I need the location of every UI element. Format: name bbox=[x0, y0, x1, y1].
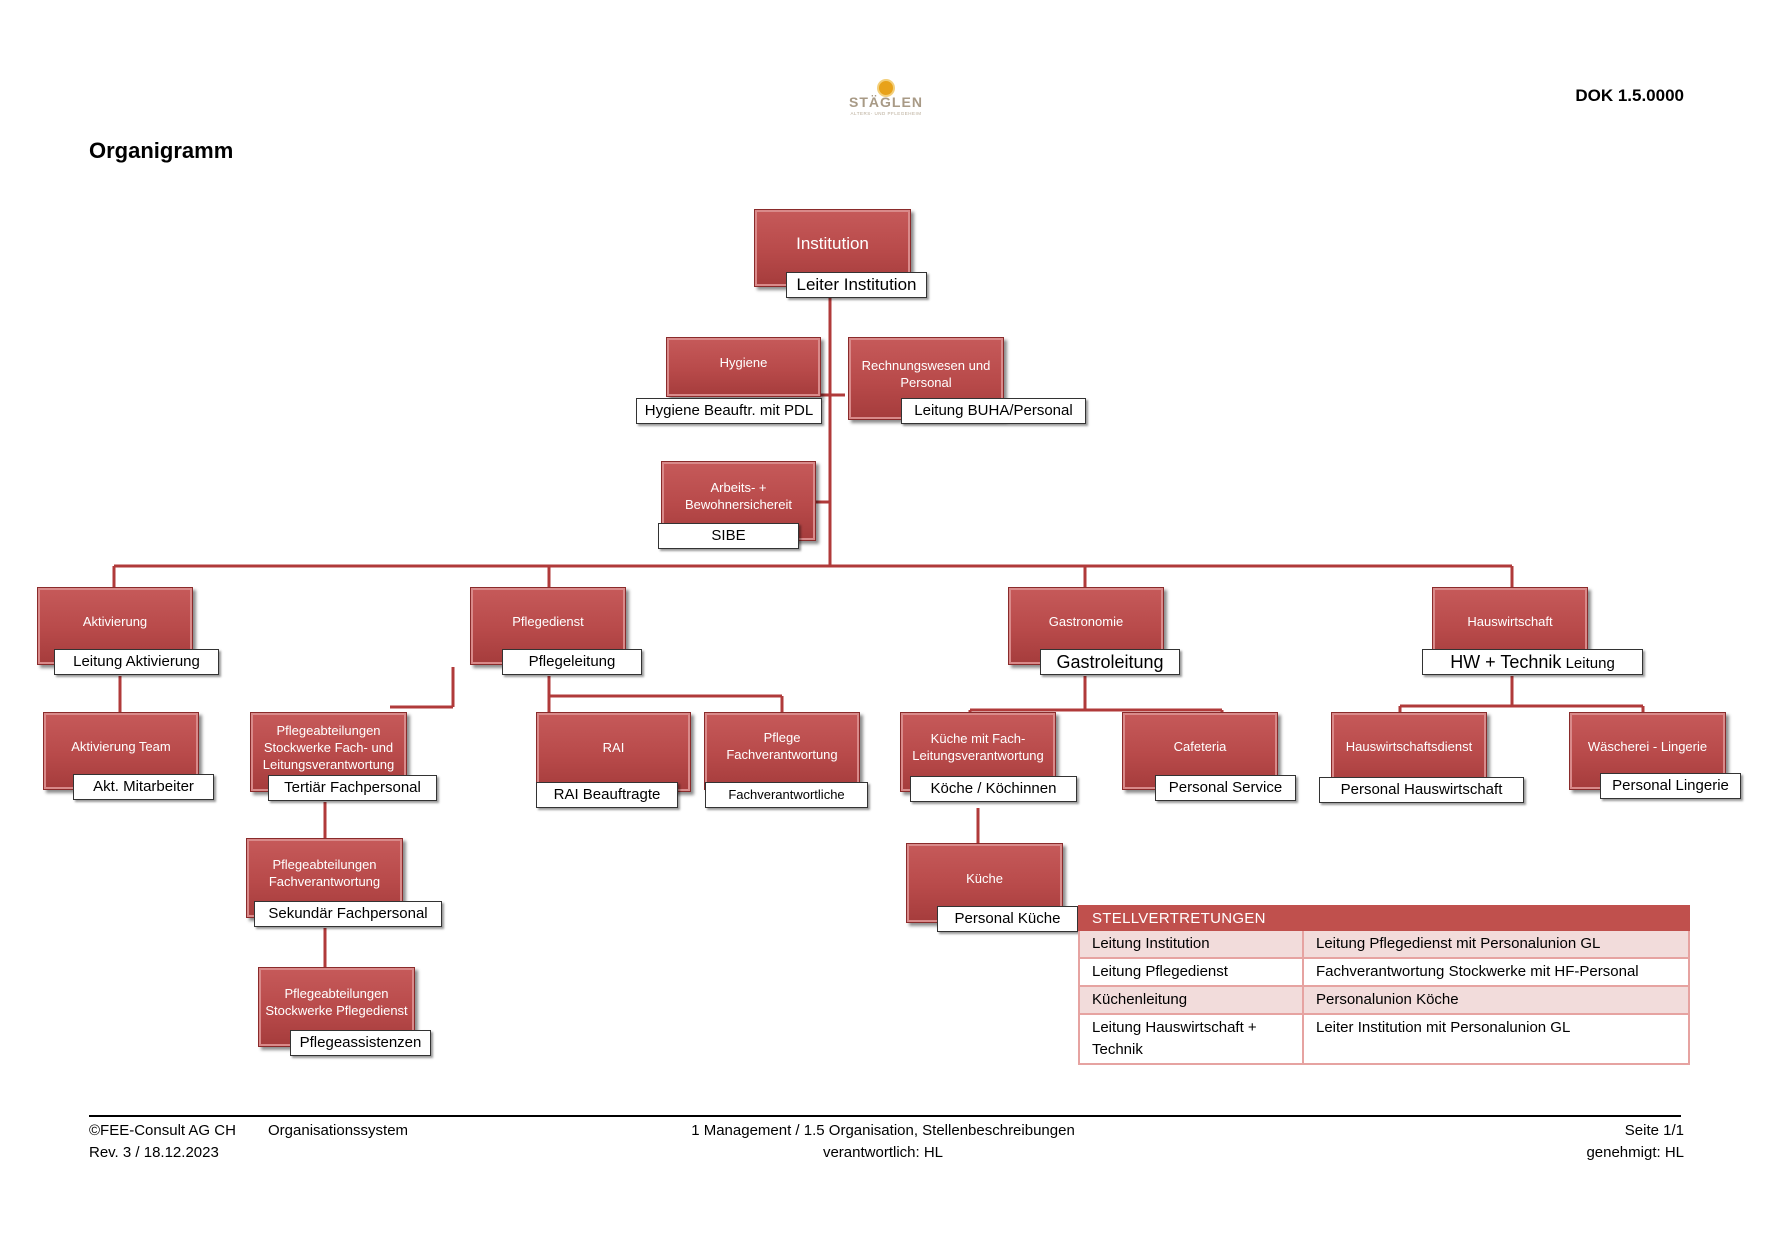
table-row: Küchenleitung Personalunion Köche bbox=[1078, 985, 1690, 1015]
org-title-hw-dienst: Hauswirtschaftsdienst bbox=[1345, 738, 1473, 754]
org-role-pflegedienst: Pflegeleitung bbox=[502, 649, 642, 675]
table-row: Leitung Institution Leitung Pflegedienst… bbox=[1078, 929, 1690, 959]
org-role-hw-dienst: Personal Hauswirtschaft bbox=[1319, 777, 1524, 803]
document-number: DOK 1.5.0000 bbox=[1575, 86, 1684, 105]
org-role-pflege-tertiaer: Tertiär Fachpersonal bbox=[268, 775, 437, 801]
org-role-rai: RAI Beauftragte bbox=[536, 782, 678, 808]
org-title-pflege-tertiaer: Pflegeabteilungen Stockwerke Fach- und L… bbox=[262, 722, 395, 772]
org-title-waescherei: Wäscherei - Lingerie bbox=[1587, 738, 1708, 754]
table-cell: Leitung Hauswirtschaft + Technik bbox=[1078, 1013, 1304, 1065]
org-box-rai: RAI bbox=[536, 712, 691, 792]
org-role-cafeteria: Personal Service bbox=[1155, 775, 1296, 801]
org-title-pflege-fach: Pflege Fachverantwortung bbox=[726, 730, 838, 762]
footer-revision: Rev. 3 / 18.12.2023 bbox=[89, 1144, 219, 1161]
org-role-hauswirtschaft-main: HW + Technik bbox=[1450, 652, 1562, 672]
footer-responsible: verantwortlich: HL bbox=[822, 1144, 944, 1161]
table-cell: Leitung Institution bbox=[1078, 929, 1304, 959]
footer-page: Seite 1/1 bbox=[1624, 1122, 1684, 1139]
org-role-sicherheit: SIBE bbox=[658, 523, 799, 549]
table-row: Leitung Pflegedienst Fachverantwortung S… bbox=[1078, 957, 1690, 987]
table-cell: Fachverantwortung Stockwerke mit HF-Pers… bbox=[1302, 957, 1690, 987]
table-cell: Leitung Pflegedienst mit Personalunion G… bbox=[1302, 929, 1690, 959]
org-role-hauswirtschaft-suffix: Leitung bbox=[1565, 655, 1615, 672]
table-cell: Leiter Institution mit Personalunion GL bbox=[1302, 1013, 1690, 1065]
org-role-pflege-assist: Pflegeassistenzen bbox=[290, 1030, 431, 1056]
org-role-waescherei: Personal Lingerie bbox=[1600, 773, 1741, 799]
staeglen-logo: STÄGLEN ALTERS- UND PFLEGEHEIM bbox=[838, 78, 934, 118]
org-box-hygiene: Hygiene bbox=[666, 337, 821, 397]
table-cell: Küchenleitung bbox=[1078, 985, 1304, 1015]
org-role-rechnung: Leitung BUHA/Personal bbox=[901, 398, 1086, 424]
table-cell: Leitung Pflegedienst bbox=[1078, 957, 1304, 987]
logo-subtext: ALTERS- UND PFLEGEHEIM bbox=[850, 111, 922, 116]
org-role-kueche-fach: Köche / Köchinnen bbox=[910, 776, 1077, 802]
org-box-pflege-fach: Pflege Fachverantwortung bbox=[704, 712, 860, 790]
sun-logo-icon bbox=[879, 81, 893, 95]
footer-divider bbox=[89, 1115, 1681, 1117]
footer-chapter: 1 Management / 1.5 Organisation, Stellen… bbox=[691, 1122, 1075, 1139]
org-title-aktivierung: Aktivierung bbox=[82, 613, 148, 629]
org-role-kueche: Personal Küche bbox=[937, 906, 1078, 932]
org-title-kueche: Küche bbox=[966, 870, 1003, 886]
org-role-aktivierung: Leitung Aktivierung bbox=[54, 649, 219, 675]
org-title-hygiene: Hygiene bbox=[719, 354, 768, 370]
org-title-institution: Institution bbox=[796, 233, 869, 253]
org-role-institution: Leiter Institution bbox=[786, 272, 927, 298]
org-role-gastronomie: Gastroleitung bbox=[1040, 649, 1180, 675]
org-title-pflege-sekundaer: Pflegeabteilungen Fachverantwortung bbox=[268, 857, 381, 889]
org-title-gastronomie: Gastronomie bbox=[1048, 613, 1124, 629]
stellvertretungen-heading: STELLVERTRETUNGEN bbox=[1078, 905, 1690, 931]
org-role-hygiene: Hygiene Beauftr. mit PDL bbox=[636, 398, 822, 424]
footer-copyright: ©FEE-Consult AG CH bbox=[89, 1122, 236, 1139]
org-role-pflege-sekundaer: Sekundär Fachpersonal bbox=[254, 901, 442, 927]
org-title-sicherheit: Arbeits- + Bewohnersichereit bbox=[685, 480, 792, 512]
org-role-pflege-fach: Fachverantwortliche bbox=[705, 782, 868, 808]
org-title-pflegedienst: Pflegedienst bbox=[512, 613, 584, 629]
org-title-rechnung: Rechnungswesen und Personal bbox=[861, 357, 991, 390]
org-title-pflege-assist: Pflegeabteilungen Stockwerke Pflegediens… bbox=[265, 986, 408, 1018]
org-role-hauswirtschaft: HW + Technik Leitung bbox=[1422, 649, 1643, 675]
stellvertretungen-table: STELLVERTRETUNGEN Leitung Institution Le… bbox=[1078, 905, 1690, 1065]
org-title-hauswirtschaft: Hauswirtschaft bbox=[1467, 613, 1553, 629]
org-role-aktivierung-team: Akt. Mitarbeiter bbox=[73, 774, 214, 800]
org-title-rai: RAI bbox=[602, 739, 625, 755]
org-title-cafeteria: Cafeteria bbox=[1173, 738, 1227, 754]
table-row: Leitung Hauswirtschaft + Technik Leiter … bbox=[1078, 1013, 1690, 1065]
org-title-kueche-fach: Küche mit Fach- Leitungsverantwortung bbox=[912, 731, 1044, 763]
footer-approved: genehmigt: HL bbox=[1586, 1144, 1684, 1161]
footer-system: Organisationssystem bbox=[268, 1122, 409, 1139]
table-cell: Personalunion Köche bbox=[1302, 985, 1690, 1015]
logo-text: STÄGLEN bbox=[849, 94, 923, 110]
page-title: Organigramm bbox=[89, 138, 234, 163]
org-title-aktivierung-team: Aktivierung Team bbox=[71, 738, 171, 754]
